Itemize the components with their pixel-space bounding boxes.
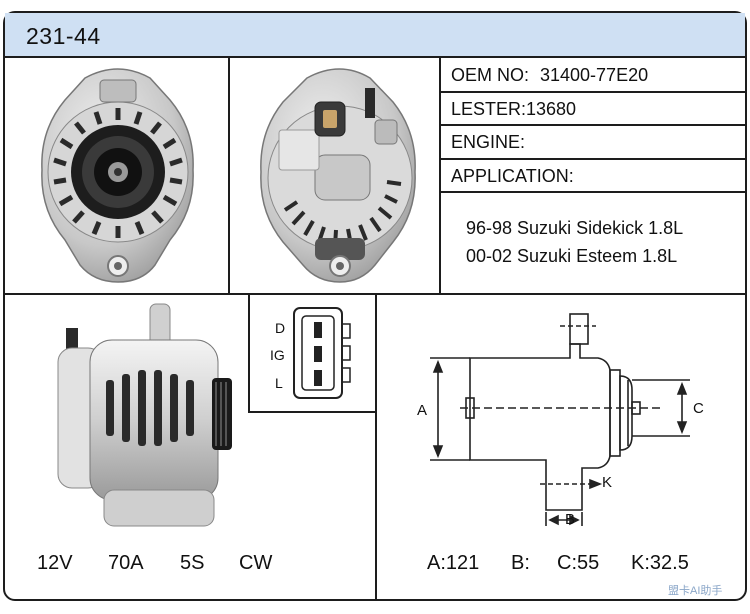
connector-plug-icon [293,307,351,399]
watermark: 盟卡AI助手 [668,585,723,597]
application-line: 00-02 Suzuki Esteem 1.8L [466,246,678,266]
lester-value: 13680 [526,99,577,119]
alternator-rear-view [260,68,416,283]
divider [228,58,230,294]
divider [439,58,441,294]
application-line: 96-98 Suzuki Sidekick 1.8L [466,218,684,238]
lester-label: LESTER: [451,99,527,119]
dimension-letter-c: C [693,400,704,417]
alternator-front-view [41,68,194,283]
divider [248,295,250,413]
part-number: 231-44 [26,23,101,49]
dimension-letter-k: K [602,474,613,491]
dimension-letter-a: A [417,402,428,419]
oem-label: OEM NO: [451,65,530,85]
divider [441,91,745,93]
plug-pin-label: IG [270,347,285,363]
dimension-diagram [430,313,690,526]
divider [248,411,376,413]
dimension-letter-b: B [565,511,576,528]
divider [441,124,745,126]
dimension-c: C:55 [557,552,600,574]
pulley-rating: 5S [180,552,205,574]
divider [375,293,377,600]
engine-label: ENGINE: [451,132,526,152]
plug-pin-label: D [275,320,286,336]
title-bar [5,13,745,58]
dimension-a: A:121 [427,552,480,574]
divider [441,158,745,160]
rotation-rating: CW [239,552,273,574]
oem-value: 31400-77E20 [540,65,649,85]
voltage-rating: 12V [37,552,73,574]
alternator-side-view [57,303,232,527]
plug-pin-label: L [275,375,283,391]
amperage-rating: 70A [108,552,144,574]
dimension-k: K:32.5 [631,552,689,574]
dimension-b: B: [511,552,530,574]
application-label: APPLICATION: [451,166,574,186]
divider [441,191,745,193]
